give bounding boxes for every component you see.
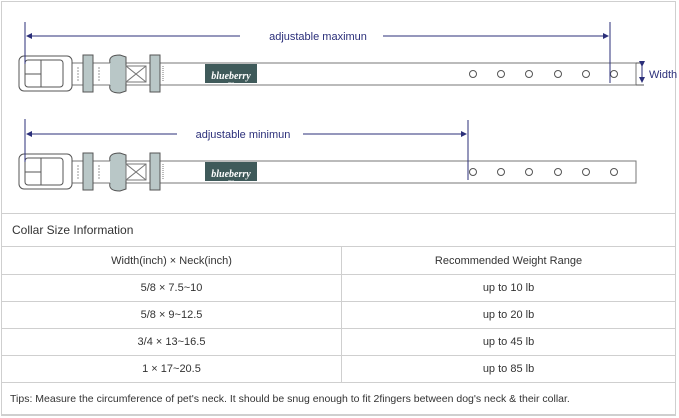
brand-logo: blueberry: [211, 169, 251, 180]
max-label: adjustable maximun: [269, 31, 367, 43]
tips-text: Tips: Measure the circumference of pet's…: [1, 382, 676, 416]
brand-sub: PET: [228, 179, 234, 183]
weight-cell: up to 45 lb: [341, 328, 676, 356]
collar-min: [18, 152, 637, 192]
weight-cell: up to 10 lb: [341, 274, 676, 302]
collar-size-table: Collar Size Information Width(inch) × Ne…: [1, 213, 676, 416]
size-cell: 1 × 17~20.5: [1, 355, 342, 383]
width-label: Width: [649, 69, 677, 81]
collar-max: [18, 54, 637, 94]
collar-diagram: blueberry PET adjustable maximun Width b…: [18, 22, 677, 192]
weight-cell: up to 85 lb: [341, 355, 676, 383]
size-cell: 5/8 × 7.5~10: [1, 274, 342, 302]
brand-logo: blueberry: [211, 71, 251, 82]
header-size: Width(inch) × Neck(inch): [1, 246, 342, 275]
size-cell: 5/8 × 9~12.5: [1, 301, 342, 329]
weight-cell: up to 20 lb: [341, 301, 676, 329]
table-title: Collar Size Information: [1, 213, 676, 247]
min-label: adjustable minimun: [196, 129, 291, 141]
size-cell: 3/4 × 13~16.5: [1, 328, 342, 356]
header-weight: Recommended Weight Range: [341, 246, 676, 275]
brand-sub: PET: [228, 81, 234, 85]
holes-min: [469, 168, 618, 176]
holes-max: [469, 70, 618, 78]
